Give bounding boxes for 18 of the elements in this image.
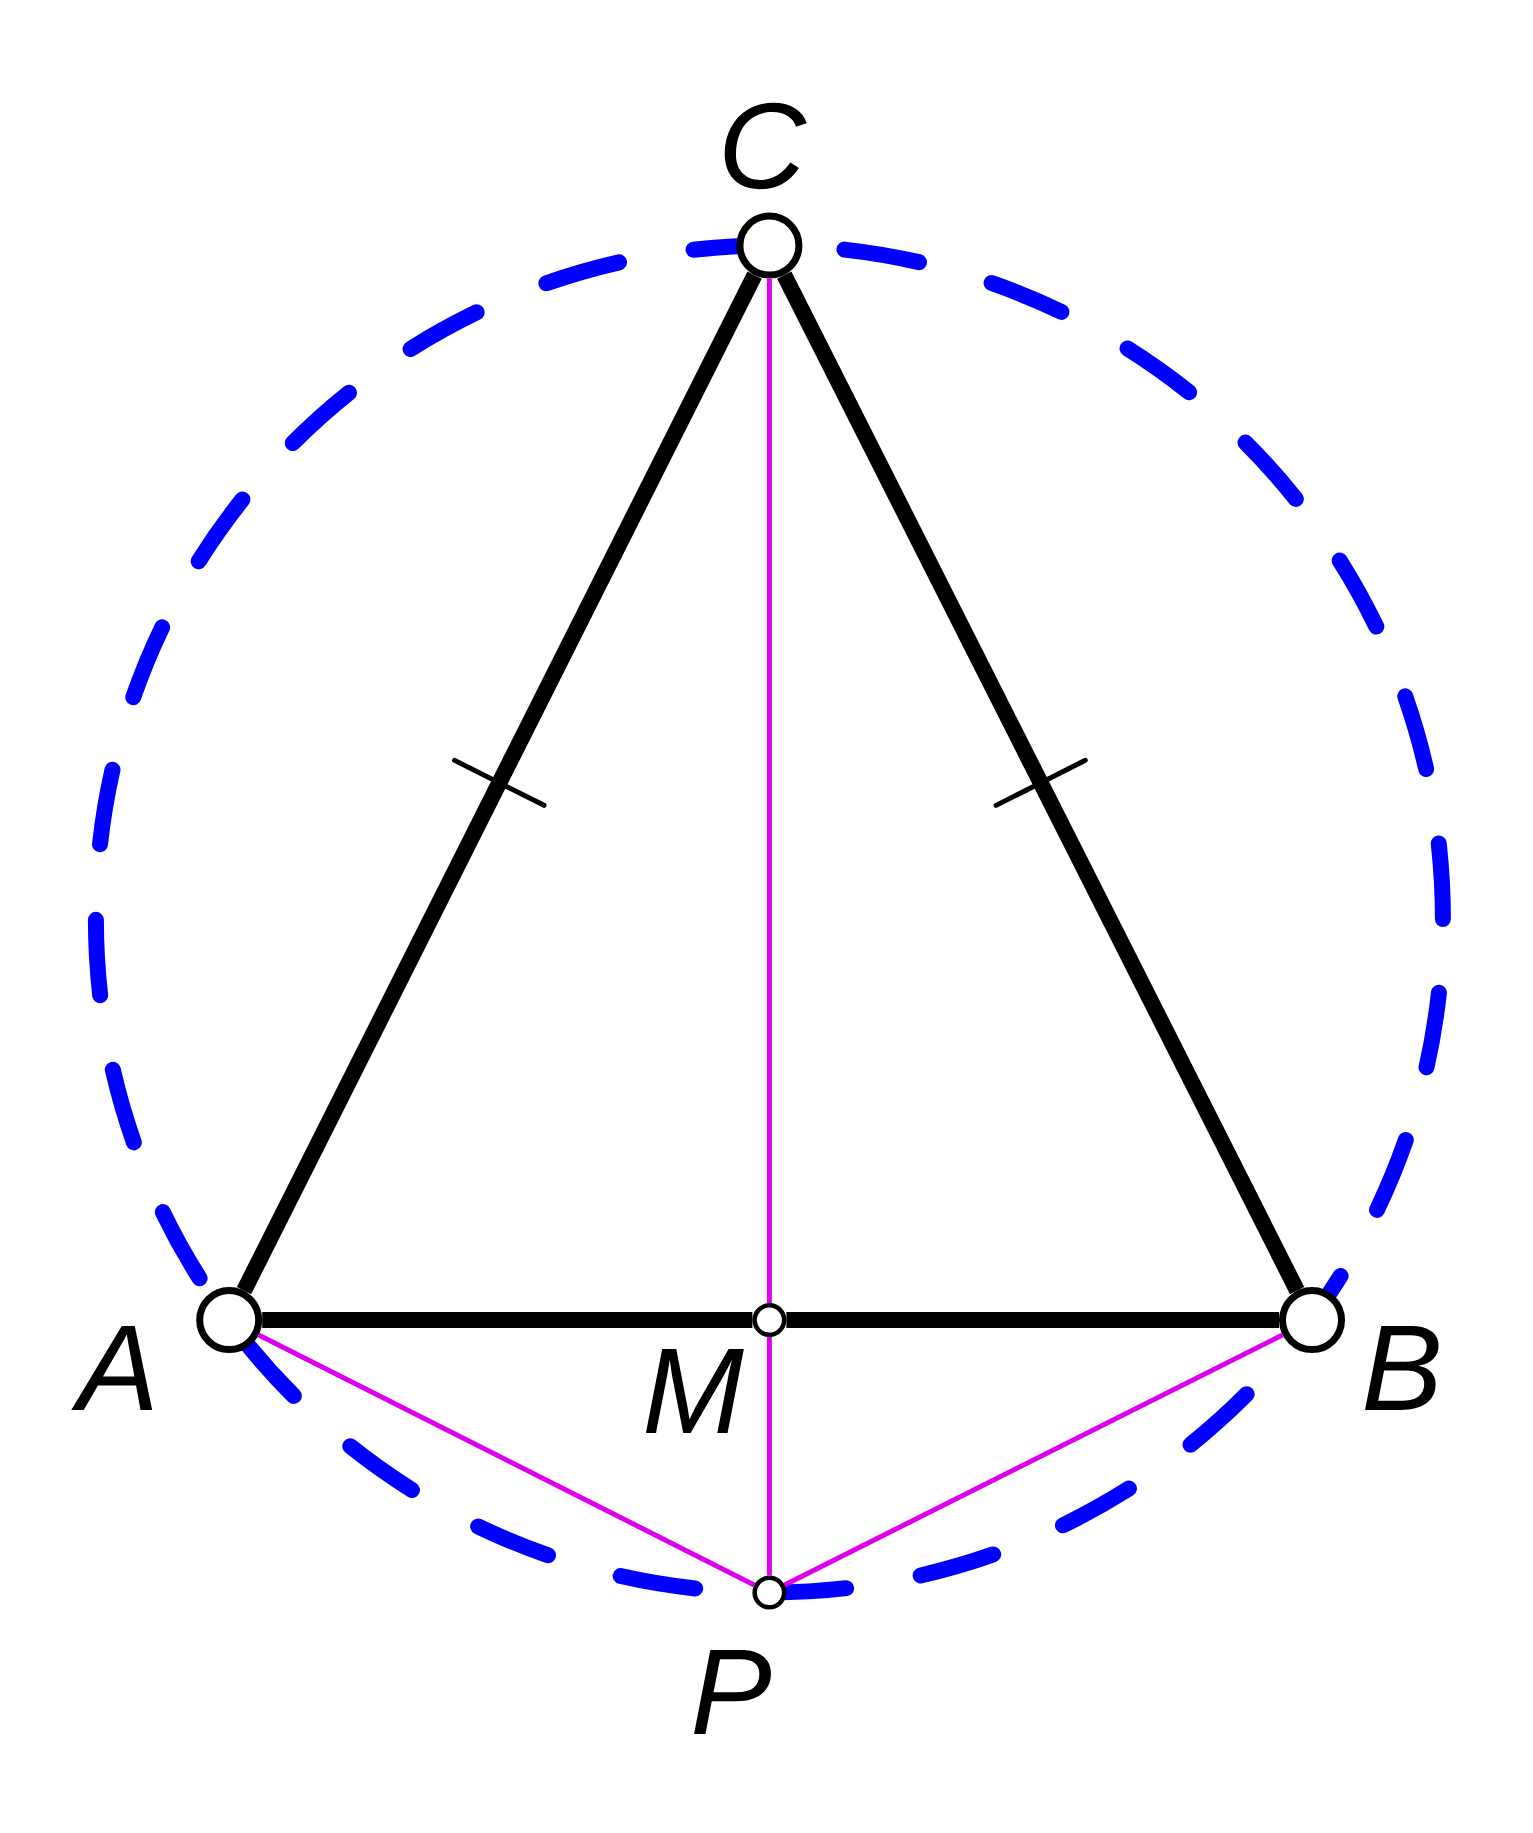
point-label: M	[645, 1349, 744, 1433]
point-label: A	[71, 1326, 153, 1410]
point	[752, 1575, 787, 1610]
point	[196, 1287, 263, 1354]
line-segment	[766, 1337, 772, 1576]
line-segment	[257, 1332, 756, 1588]
point	[1279, 1287, 1345, 1354]
line-segment	[236, 271, 762, 1295]
point-label: C	[724, 102, 807, 190]
point	[736, 212, 803, 279]
line-segment	[783, 1332, 1284, 1588]
point-label: B	[1365, 1326, 1439, 1410]
line-segment	[262, 1312, 753, 1329]
line-segment	[786, 1312, 1279, 1329]
point-label: P	[694, 1650, 771, 1734]
line-segment	[777, 271, 1305, 1295]
line-segment	[766, 278, 772, 1304]
point	[752, 1303, 787, 1338]
